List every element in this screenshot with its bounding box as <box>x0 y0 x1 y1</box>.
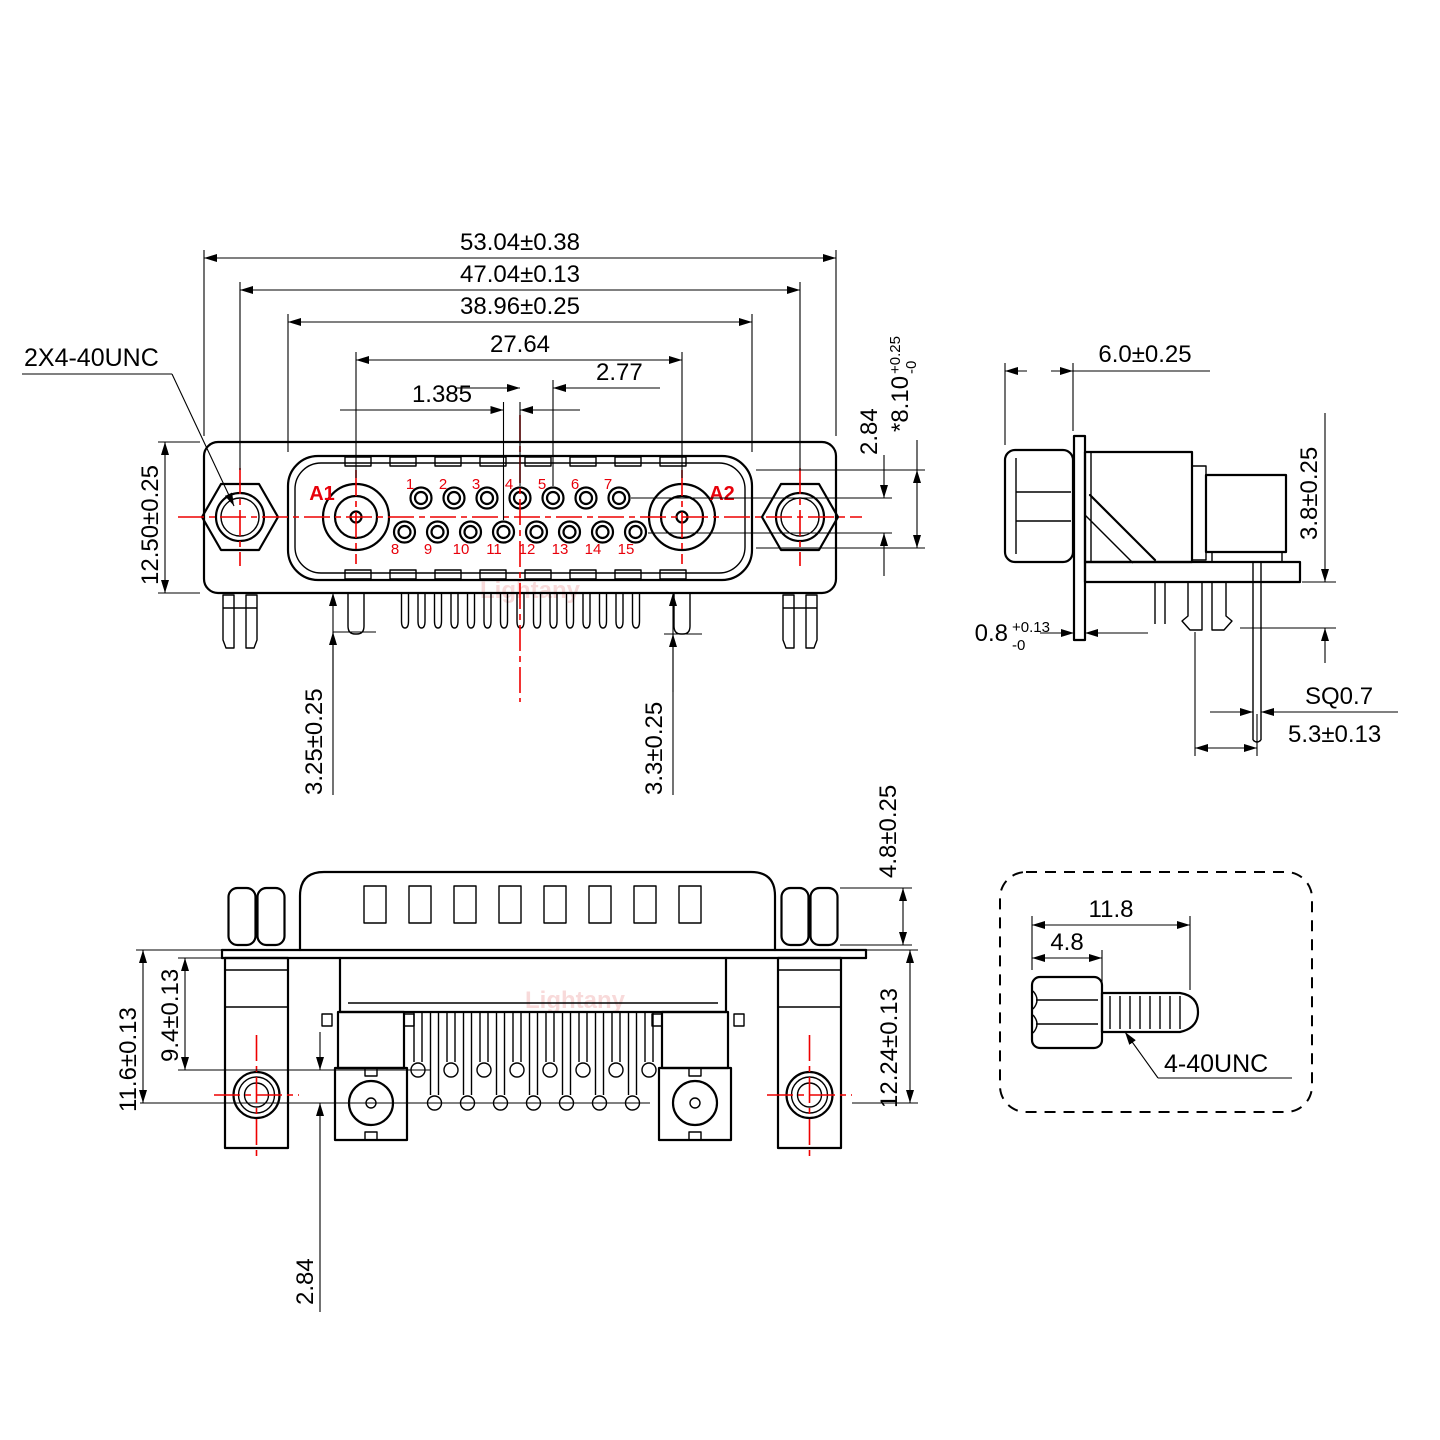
dim-outer-width: 53.04±0.38 <box>460 229 580 256</box>
dim-flange-thickness-tol-minus: -0 <box>1012 637 1025 654</box>
label-a2: A2 <box>709 483 735 505</box>
pin-number: 5 <box>538 476 546 493</box>
bottom-flange-edge <box>220 948 868 960</box>
dim-shell-opening-tol-minus: -0 <box>903 361 920 374</box>
screw-outline <box>1030 975 1200 1050</box>
screw-thread-shaft <box>1100 991 1200 1034</box>
side-jackscrew-hex <box>1003 448 1075 564</box>
dim-shell-opening-tol-plus: +0.25 <box>887 336 904 374</box>
side-rear-block <box>1204 473 1288 554</box>
coax-block-a1 <box>333 1010 409 1142</box>
dim-flange-thickness-value: 0.8 <box>975 620 1008 647</box>
bottom-view: 11.6±0.13 9.4±0.13 2.84 4.8±0.25 12.24±0… <box>115 785 918 1312</box>
dim-pin-length-left: 3.25±0.25 <box>301 688 328 795</box>
coax-block-a2 <box>657 1010 733 1142</box>
dim-pin-square: SQ0.7 <box>1305 683 1373 710</box>
bottom-centerlines <box>214 1035 852 1158</box>
front-view: A1 A2 1 2 3 4 5 6 7 8 9 10 11 12 13 14 1… <box>22 229 925 795</box>
thread-callout-front: 2X4-40UNC <box>24 344 159 372</box>
pin-number: 15 <box>618 541 635 558</box>
dim-pin-length-right: 3.3±0.25 <box>641 702 668 795</box>
pin-number: 9 <box>424 541 432 558</box>
side-bracket-plate <box>1083 560 1302 584</box>
side-board-lock <box>1154 582 1233 631</box>
bottom-outline <box>140 870 868 1150</box>
pin-number: 6 <box>571 476 579 493</box>
label-a1: A1 <box>309 483 335 505</box>
pin-number: 12 <box>519 541 536 558</box>
pin-number: 4 <box>505 476 513 493</box>
dim-flange-thickness-tol-plus: +0.13 <box>1012 619 1050 636</box>
watermarks: Lightany Lightany <box>480 577 626 1014</box>
dim-pin-pitch: 2.77 <box>596 359 643 386</box>
dim-standoff-height: 4.8±0.25 <box>875 785 902 878</box>
board-lock-left <box>222 594 258 649</box>
screw-detail: 11.8 4.8 4-40UNC <box>999 871 1313 1113</box>
pin-number: 10 <box>453 541 470 558</box>
pin-number: 14 <box>585 541 602 558</box>
screw-head <box>1030 975 1104 1050</box>
dim-screw-head-length: 4.8 <box>1050 929 1083 956</box>
pin-numbers-top: 1 2 3 4 5 6 7 <box>406 476 612 493</box>
side-view: 6.0±0.25 3.8±0.25 0.8 +0.13 -0 SQ0.7 5.3… <box>975 341 1398 756</box>
bottom-slots <box>363 885 702 924</box>
pin-number: 3 <box>472 476 480 493</box>
pin-number: 8 <box>391 541 399 558</box>
dim-front-depth: 6.0±0.25 <box>1098 341 1191 368</box>
thread-lines <box>1109 996 1181 1029</box>
bottom-pin-tubes <box>410 1011 657 1111</box>
watermark-text-bottom: Lightany <box>525 987 626 1014</box>
dim-insert-center-depth: 11.6±0.13 <box>115 1007 142 1112</box>
dim-row-gap: 2.84 <box>856 408 883 455</box>
dim-coax-span: 27.64 <box>490 331 550 358</box>
dim-flange-height: 12.50±0.25 <box>137 465 164 585</box>
side-flange-plate <box>1072 434 1087 642</box>
front-dimensions: 53.04±0.38 47.04±0.13 38.96±0.25 27.64 2… <box>22 229 925 795</box>
bottom-dimensions: 11.6±0.13 9.4±0.13 2.84 4.8±0.25 12.24±0… <box>115 785 918 1312</box>
pin-number: 11 <box>486 541 502 558</box>
dim-standoff: 3.8±0.25 <box>1296 447 1323 540</box>
pin-numbers-bottom: 8 9 10 11 12 13 14 15 <box>391 541 635 558</box>
watermark-text-front: Lightany <box>480 577 581 604</box>
dim-shell-opening: *8.10 +0.25 -0 <box>887 336 920 432</box>
hex-standoff-right <box>780 886 839 947</box>
dim-screw-total-length: 11.8 <box>1089 896 1134 923</box>
pin-number: 1 <box>406 476 414 493</box>
side-dimensions: 6.0±0.25 3.8±0.25 0.8 +0.13 -0 SQ0.7 5.3… <box>975 341 1398 756</box>
screw-dimensions: 11.8 4.8 4-40UNC <box>1031 896 1292 1079</box>
dim-shell-opening-value: *8.10 <box>887 376 914 432</box>
dim-flange-thickness: 0.8 +0.13 -0 <box>975 619 1050 654</box>
pin-number: 2 <box>439 476 447 493</box>
board-lock-right <box>782 594 818 649</box>
dim-row-offset-bottom: 2.84 <box>292 1258 319 1305</box>
pin-number: 13 <box>552 541 569 558</box>
thread-callout-screw: 4-40UNC <box>1164 1050 1268 1078</box>
pin-number: 7 <box>604 476 612 493</box>
dim-body-depth: 9.4±0.13 <box>157 969 184 1062</box>
dim-block-depth: 12.24±0.13 <box>876 988 903 1108</box>
dim-shell-width: 38.96±0.25 <box>460 293 580 320</box>
side-outline <box>1003 434 1302 743</box>
hex-standoff-left <box>227 886 286 947</box>
dim-row-stagger: 1.385 <box>412 381 472 408</box>
dim-pin-setback: 5.3±0.13 <box>1288 721 1381 748</box>
dim-mount-hole-span: 47.04±0.13 <box>460 261 580 288</box>
